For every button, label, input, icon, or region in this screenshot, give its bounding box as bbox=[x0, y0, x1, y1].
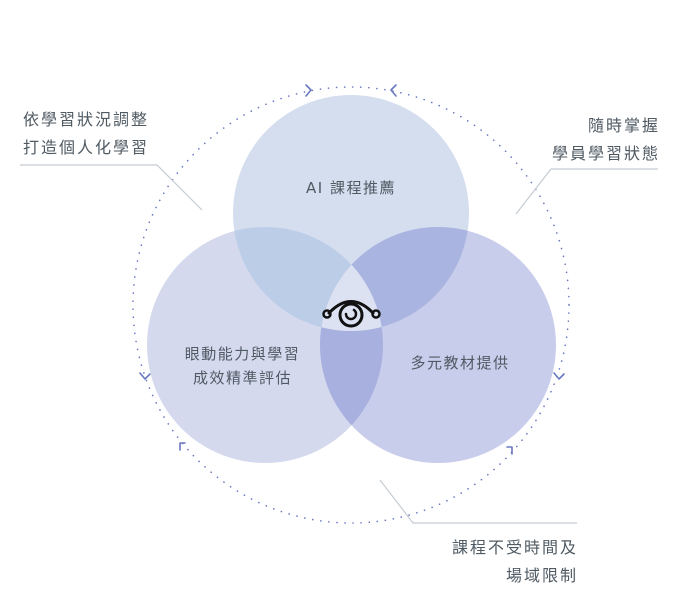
callout-learning-status: 隨時掌握 學員學習狀態 bbox=[552, 112, 660, 168]
arrow-head-top-right bbox=[305, 84, 312, 97]
circle-label-materials: 多元教材提供 bbox=[385, 351, 535, 375]
arrow-head-top-left bbox=[390, 84, 397, 97]
circle-label-eye-tracking: 眼動能力與學習 成效精準評估 bbox=[165, 342, 320, 390]
leader-line-top-right bbox=[515, 168, 658, 215]
callout-line: 場域限制 bbox=[505, 566, 578, 585]
callout-line: 依學習狀況調整 bbox=[23, 110, 150, 129]
arrow-head-bottom-left bbox=[179, 442, 186, 451]
eye-icon bbox=[322, 300, 381, 328]
callout-anytime-anywhere: 課程不受時間及 場域限制 bbox=[452, 534, 578, 590]
leader-line-top-left bbox=[20, 164, 203, 211]
callout-line: 學員學習狀態 bbox=[551, 144, 660, 163]
callout-line: 課程不受時間及 bbox=[451, 538, 578, 557]
circle-label-line: AI 課程推薦 bbox=[306, 179, 396, 197]
arrow-head-left bbox=[139, 372, 151, 380]
overlap-top-left bbox=[233, 227, 383, 331]
arrow-head-bottom-right bbox=[506, 446, 513, 455]
callout-line: 隨時掌握 bbox=[587, 116, 660, 135]
arrow-head-right bbox=[553, 372, 565, 380]
circle-label-line: 多元教材提供 bbox=[410, 354, 510, 372]
circle-label-line: 眼動能力與學習 bbox=[184, 345, 301, 363]
callout-personalized-learning: 依學習狀況調整 打造個人化學習 bbox=[23, 106, 149, 162]
cycle-ring bbox=[132, 86, 570, 524]
leader-line-bottom-right bbox=[379, 479, 577, 524]
circle-label-ai: AI 課程推薦 bbox=[276, 176, 426, 200]
overlap-top-right bbox=[320, 227, 469, 331]
callout-line: 打造個人化學習 bbox=[23, 138, 150, 157]
circle-label-line: 成效精準評估 bbox=[192, 369, 292, 387]
